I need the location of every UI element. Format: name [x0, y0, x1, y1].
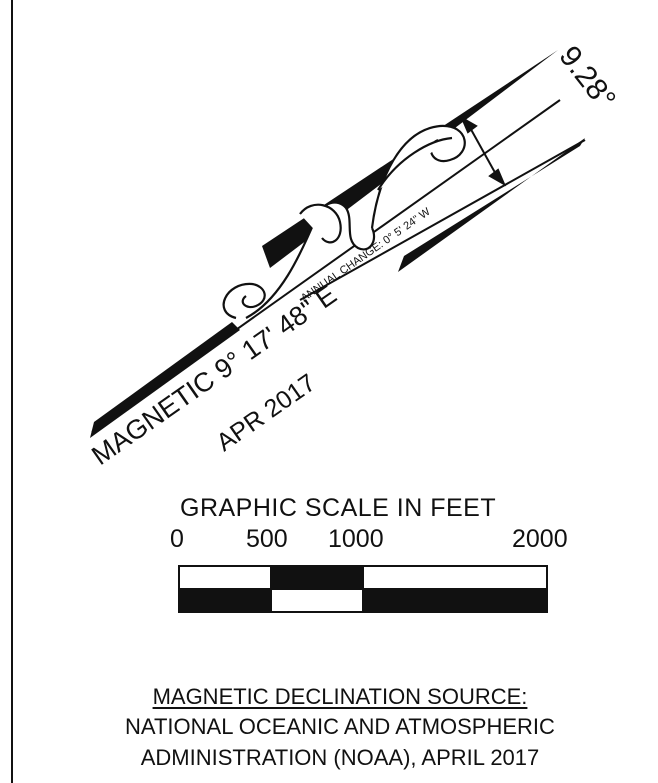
grid-north-arrow	[398, 138, 585, 272]
source-line-1: NATIONAL OCEANIC AND ATMOSPHERIC	[125, 714, 555, 739]
source-heading: MAGNETIC DECLINATION SOURCE:	[60, 684, 620, 710]
grid-arrow-shaft	[299, 139, 586, 301]
source-heading-text: MAGNETIC DECLINATION SOURCE:	[152, 684, 528, 709]
declination-angle-label: 9.28°	[552, 40, 621, 116]
angle-dimension	[459, 115, 507, 187]
scale-segment-bottom-0-500	[178, 588, 272, 613]
scale-segment-bottom-1000-2000	[362, 588, 548, 613]
graphic-scale-bar	[178, 565, 548, 613]
magnetic-ornament	[222, 124, 466, 320]
scale-segment-top-500-1000	[270, 565, 364, 590]
scale-tick-0: 0	[170, 525, 184, 553]
source-line-2: ADMINISTRATION (NOAA), APRIL 2017	[140, 745, 540, 770]
scale-title: GRAPHIC SCALE IN FEET	[180, 494, 497, 522]
scale-tick-2000: 2000	[512, 525, 568, 553]
magnetic-arrow-shaft	[91, 99, 561, 433]
scale-tick-500: 500	[246, 525, 288, 553]
scale-tick-1000: 1000	[328, 525, 384, 553]
